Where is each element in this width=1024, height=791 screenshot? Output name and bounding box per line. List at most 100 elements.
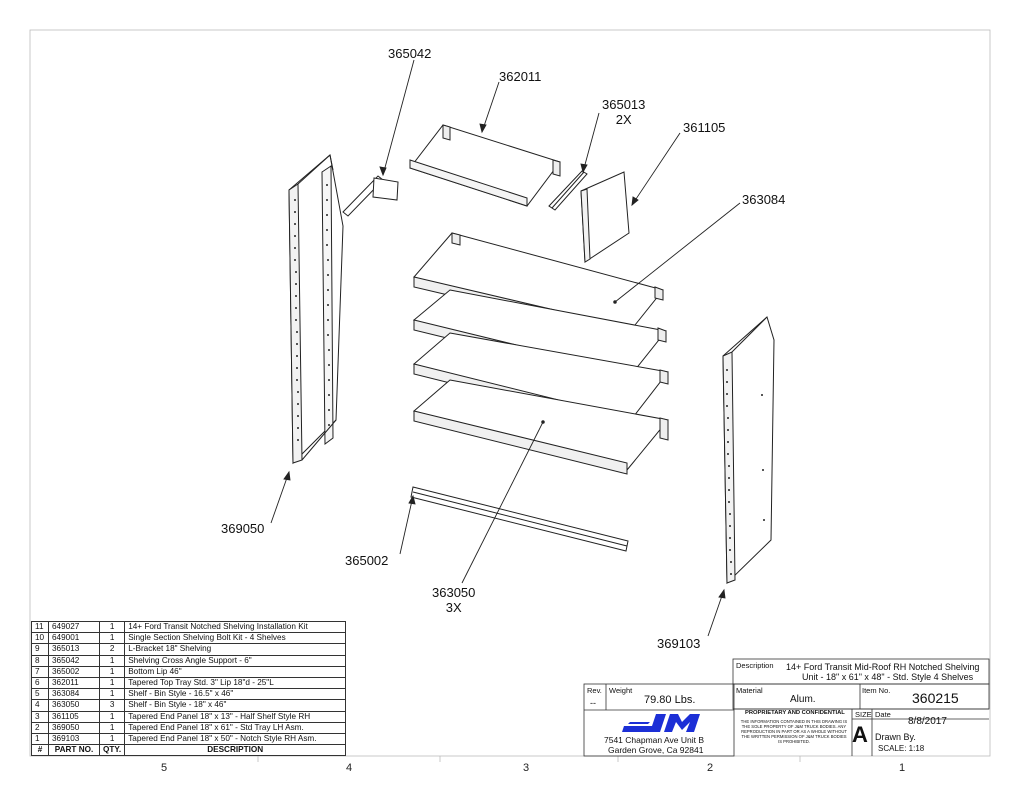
- bom-item: 11: [31, 620, 49, 634]
- bom-description: Shelf - Bin Style - 18" x 46": [124, 699, 347, 712]
- callout-362011: 362011: [499, 69, 542, 84]
- bom-description: Shelving Cross Angle Support - 6": [124, 654, 347, 667]
- bom-row: 9 365013 2 L-Bracket 18" Shelving: [31, 643, 347, 656]
- bom-part-no: 365013: [48, 643, 100, 656]
- cross-angle-365042: [342, 175, 399, 217]
- bom-part-no: 369103: [48, 732, 100, 746]
- end-panel-369103-holes: [726, 369, 765, 575]
- bom-header-part-no: PART NO.: [48, 744, 100, 757]
- bom-description: Tapered End Panel 18" x 13" - Half Shelf…: [124, 710, 347, 723]
- callout-365002: 365002: [345, 553, 389, 568]
- bom-description: Tapered Top Tray Std. 3" Lip 18"d - 25"L: [124, 676, 347, 690]
- bom-item: 8: [31, 654, 49, 667]
- bom-qty: 1: [98, 721, 126, 734]
- scale-label: SCALE: 1:18: [878, 744, 925, 753]
- bom-qty: 1: [98, 632, 126, 645]
- bom-row: 8 365042 1 Shelving Cross Angle Support …: [31, 654, 347, 667]
- bom-qty: 2: [98, 643, 126, 656]
- bom-description: L-Bracket 18" Shelving: [124, 643, 347, 656]
- date-value: 8/8/2017: [908, 716, 947, 727]
- title-block-frame: [583, 658, 990, 757]
- bom-qty: 1: [98, 710, 126, 723]
- bom-row: 4 363050 3 Shelf - Bin Style - 18" x 46": [31, 699, 347, 712]
- callout-365013-number: 365013: [602, 97, 646, 112]
- bom-body: 11 649027 1 14+ Ford Transit Notched She…: [31, 620, 347, 757]
- callout-363084: 363084: [742, 192, 786, 207]
- bom-description: Shelf - Bin Style - 16.5" x 46": [124, 688, 347, 701]
- description-line2: Unit - 18" x 61" x 48" - Std. Style 4 Sh…: [802, 672, 974, 682]
- zone-label-1: 1: [899, 762, 906, 774]
- description-line1: 14+ Ford Transit Mid-Roof RH Notched She…: [786, 662, 980, 672]
- callout-363050: 363050 3X: [432, 585, 475, 615]
- bom-part-no: 363050: [48, 699, 100, 712]
- end-panel-369050: [288, 154, 344, 465]
- l-bracket-365013: [548, 170, 588, 211]
- description-label: Description: [736, 661, 774, 670]
- bom-header-description: DESCRIPTION: [124, 744, 347, 757]
- logo-graphic: [622, 714, 700, 732]
- bom-header-item: #: [31, 744, 49, 757]
- bom-description: Single Section Shelving Bolt Kit - 4 She…: [124, 632, 347, 645]
- proprietary-text: THE INFORMATION CONTAINED IN THIS DRAWIN…: [740, 719, 848, 744]
- rev-value: --: [590, 698, 596, 708]
- bom-part-no: 649027: [48, 620, 100, 634]
- drawn-by-label: Drawn By.: [875, 732, 916, 742]
- zone-label-3: 3: [523, 762, 530, 774]
- bom-qty: 1: [98, 654, 126, 667]
- zone-label-4: 4: [346, 762, 353, 774]
- callout-369103: 369103: [657, 636, 701, 651]
- bom-description: Tapered End Panel 18" x 61" - Std Tray L…: [124, 721, 347, 734]
- callout-369050: 369050: [221, 521, 265, 536]
- item-no-label: Item No.: [862, 686, 891, 695]
- bom-part-no: 365042: [48, 654, 100, 667]
- end-panel-369103: [722, 316, 775, 585]
- weight-label: Weight: [609, 686, 633, 695]
- bom-row: 7 365002 1 Bottom Lip 46": [31, 665, 347, 678]
- bom-part-no: 649001: [48, 632, 100, 645]
- bom-item: 10: [31, 632, 49, 645]
- address-line2: Garden Grove, Ca 92841: [608, 745, 704, 755]
- bom-part-no: 369050: [48, 721, 100, 734]
- end-panel-361105: [580, 171, 630, 263]
- callout-365042: 365042: [388, 46, 432, 61]
- callout-365013: 365013 2X: [602, 97, 645, 127]
- callout-365013-qty: 2X: [615, 112, 632, 127]
- bom-part-no: 362011: [48, 676, 100, 690]
- bill-of-materials: 11 649027 1 14+ Ford Transit Notched She…: [31, 620, 347, 757]
- zone-ticks: [257, 756, 801, 762]
- bom-row: 11 649027 1 14+ Ford Transit Notched She…: [31, 620, 347, 634]
- leader-lines: [270, 59, 741, 637]
- bom-row: 1 369103 1 Tapered End Panel 18" x 50" -…: [31, 732, 347, 746]
- zone-label-5: 5: [161, 762, 168, 774]
- company-logo: JM: [620, 710, 706, 736]
- bom-item: 3: [31, 710, 49, 723]
- zone-label-2: 2: [707, 762, 714, 774]
- bom-item: 1: [31, 732, 49, 746]
- callout-363050-number: 363050: [432, 585, 476, 600]
- bom-header-qty: QTY.: [98, 744, 126, 757]
- bom-qty: 1: [98, 732, 126, 746]
- item-no-value: 360215: [912, 690, 959, 706]
- bom-description: 14+ Ford Transit Notched Shelving Instal…: [124, 620, 347, 634]
- material-label: Material: [736, 686, 763, 695]
- bottom-lip-365002: [410, 486, 629, 552]
- bom-qty: 3: [98, 699, 126, 712]
- bom-description: Bottom Lip 46": [124, 665, 347, 678]
- bom-part-no: 363084: [48, 688, 100, 701]
- bom-qty: 1: [98, 620, 126, 634]
- bom-qty: 1: [98, 688, 126, 701]
- top-tray-362011: [409, 124, 561, 207]
- bom-item: 7: [31, 665, 49, 678]
- date-label: Date: [875, 710, 891, 719]
- bom-row: 3 361105 1 Tapered End Panel 18" x 13" -…: [31, 710, 347, 723]
- size-value: A: [852, 722, 868, 747]
- bom-row: 6 362011 1 Tapered Top Tray Std. 3" Lip …: [31, 676, 347, 690]
- material-value: Alum.: [790, 694, 816, 705]
- bom-item: 2: [31, 721, 49, 734]
- weight-value: 79.80 Lbs.: [644, 694, 696, 706]
- bom-header-row: # PART NO. QTY. DESCRIPTION: [31, 744, 347, 757]
- address-line1: 7541 Chapman Ave Unit B: [604, 735, 705, 745]
- bom-part-no: 361105: [48, 710, 100, 723]
- bom-item: 4: [31, 699, 49, 712]
